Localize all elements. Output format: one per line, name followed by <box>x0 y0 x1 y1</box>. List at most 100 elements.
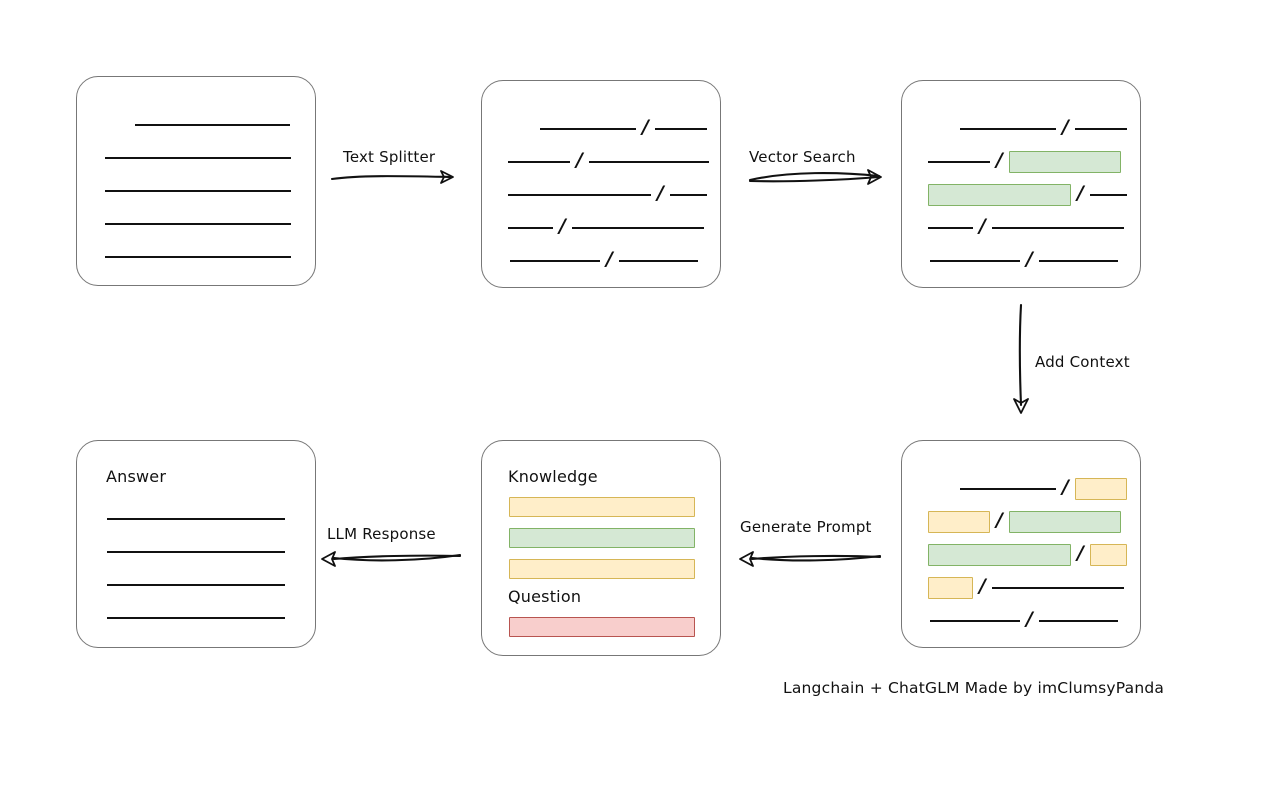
text-line-row <box>107 511 285 527</box>
chunk-separator-slash: / <box>996 508 1003 531</box>
text-line-segment <box>107 584 285 586</box>
footer-credit: Langchain + ChatGLM Made by imClumsyPand… <box>783 679 1165 697</box>
text-line-segment <box>107 617 285 619</box>
text-line-row: / <box>928 181 1127 206</box>
text-line-row <box>107 544 285 560</box>
text-line-segment <box>105 256 291 258</box>
question-heading: Question <box>508 587 582 606</box>
text-line-row: / <box>928 508 1121 533</box>
text-line-row: / <box>928 475 1127 500</box>
llm-response-arrow <box>321 551 462 567</box>
chunk-separator-slash: / <box>606 247 613 270</box>
add-context-arrow <box>1013 303 1029 414</box>
text-line-row: / <box>508 214 704 237</box>
text-line-segment <box>107 518 285 520</box>
chunk-separator-slash: / <box>979 574 986 597</box>
text-line-row: / <box>508 181 707 204</box>
text-line-segment <box>991 227 1124 229</box>
text-line-row: / <box>928 609 1118 629</box>
text-line-segment <box>1089 194 1127 196</box>
generate-prompt-arrow <box>739 551 882 567</box>
text-line-segment <box>135 124 290 126</box>
text-line-segment <box>105 157 291 159</box>
text-line-segment <box>1038 260 1118 262</box>
text-line-row: / <box>928 214 1124 237</box>
text-line-row <box>105 150 291 166</box>
text-splitter-arrow <box>330 170 454 184</box>
text-line-row <box>107 610 285 626</box>
chunk-separator-slash: / <box>1026 247 1033 270</box>
highlighted-chunk-green[interactable] <box>1008 151 1121 173</box>
chunk-separator-slash: / <box>1077 181 1084 204</box>
text-line-segment <box>588 161 709 163</box>
text-line-row <box>105 183 291 199</box>
text-line-segment <box>508 161 570 163</box>
prompt-bar-green[interactable] <box>509 528 695 548</box>
answer-box[interactable]: Answer <box>76 440 316 648</box>
chunk-separator-slash: / <box>1062 115 1069 138</box>
text-line-row <box>107 577 285 593</box>
text-line-row: / <box>928 541 1127 566</box>
text-line-row <box>105 117 290 133</box>
arrow-label-llm-response: LLM Response <box>327 525 436 543</box>
text-line-row: / <box>928 247 1118 270</box>
highlighted-chunk-yellow[interactable] <box>928 577 973 599</box>
knowledge-heading: Knowledge <box>508 467 598 486</box>
highlighted-chunk-yellow[interactable] <box>928 511 990 533</box>
text-line-segment <box>654 128 707 130</box>
text-line-segment <box>1038 620 1118 622</box>
highlighted-chunk-green[interactable] <box>928 184 1071 206</box>
arrow-label-text-splitter: Text Splitter <box>343 148 436 166</box>
text-line-row <box>105 249 291 265</box>
highlighted-chunk-green[interactable] <box>928 544 1071 566</box>
text-line-segment <box>960 488 1056 490</box>
chunk-separator-slash: / <box>1062 475 1069 498</box>
prompt-bar-red[interactable] <box>509 617 695 637</box>
search-results-box[interactable]: / / / / / <box>901 80 1141 288</box>
text-line-segment <box>508 194 651 196</box>
chunk-separator-slash: / <box>979 214 986 237</box>
text-line-segment <box>508 227 553 229</box>
prompt-box[interactable]: Knowledge Question <box>481 440 721 656</box>
text-line-segment <box>669 194 707 196</box>
text-line-segment <box>930 620 1020 622</box>
vector-search-arrow <box>748 169 882 185</box>
text-line-segment <box>928 227 973 229</box>
highlighted-chunk-yellow[interactable] <box>1074 478 1127 500</box>
text-line-segment <box>105 223 291 225</box>
prompt-bar-yellow[interactable] <box>509 559 695 579</box>
text-line-segment <box>928 161 990 163</box>
text-line-row: / <box>508 148 709 171</box>
text-line-segment <box>960 128 1056 130</box>
chunk-separator-slash: / <box>576 148 583 171</box>
split-chunks-box[interactable]: / / / / / <box>481 80 721 288</box>
text-line-segment <box>540 128 636 130</box>
text-line-segment <box>105 190 291 192</box>
text-line-segment <box>930 260 1020 262</box>
context-document-box[interactable]: / / / / / <box>901 440 1141 648</box>
prompt-bar-yellow[interactable] <box>509 497 695 517</box>
text-line-row <box>105 216 291 232</box>
highlighted-chunk-yellow[interactable] <box>1089 544 1127 566</box>
arrow-label-generate-prompt: Generate Prompt <box>740 518 872 536</box>
text-line-segment <box>107 551 285 553</box>
text-line-segment <box>1074 128 1127 130</box>
chunk-separator-slash: / <box>559 214 566 237</box>
text-line-segment <box>510 260 600 262</box>
text-line-row: / <box>508 247 698 270</box>
chunk-separator-slash: / <box>1077 541 1084 564</box>
text-line-segment <box>618 260 698 262</box>
text-line-row: / <box>928 574 1124 599</box>
highlighted-chunk-green[interactable] <box>1008 511 1121 533</box>
text-line-row: / <box>928 115 1127 138</box>
text-line-row: / <box>508 115 707 138</box>
text-line-row: / <box>928 150 1121 173</box>
chunk-separator-slash: / <box>642 115 649 138</box>
raw-document-box[interactable] <box>76 76 316 286</box>
answer-heading: Answer <box>106 467 167 486</box>
arrow-label-vector-search: Vector Search <box>749 148 856 166</box>
text-line-segment <box>571 227 704 229</box>
chunk-separator-slash: / <box>657 181 664 204</box>
arrow-label-add-context: Add Context <box>1035 353 1130 371</box>
